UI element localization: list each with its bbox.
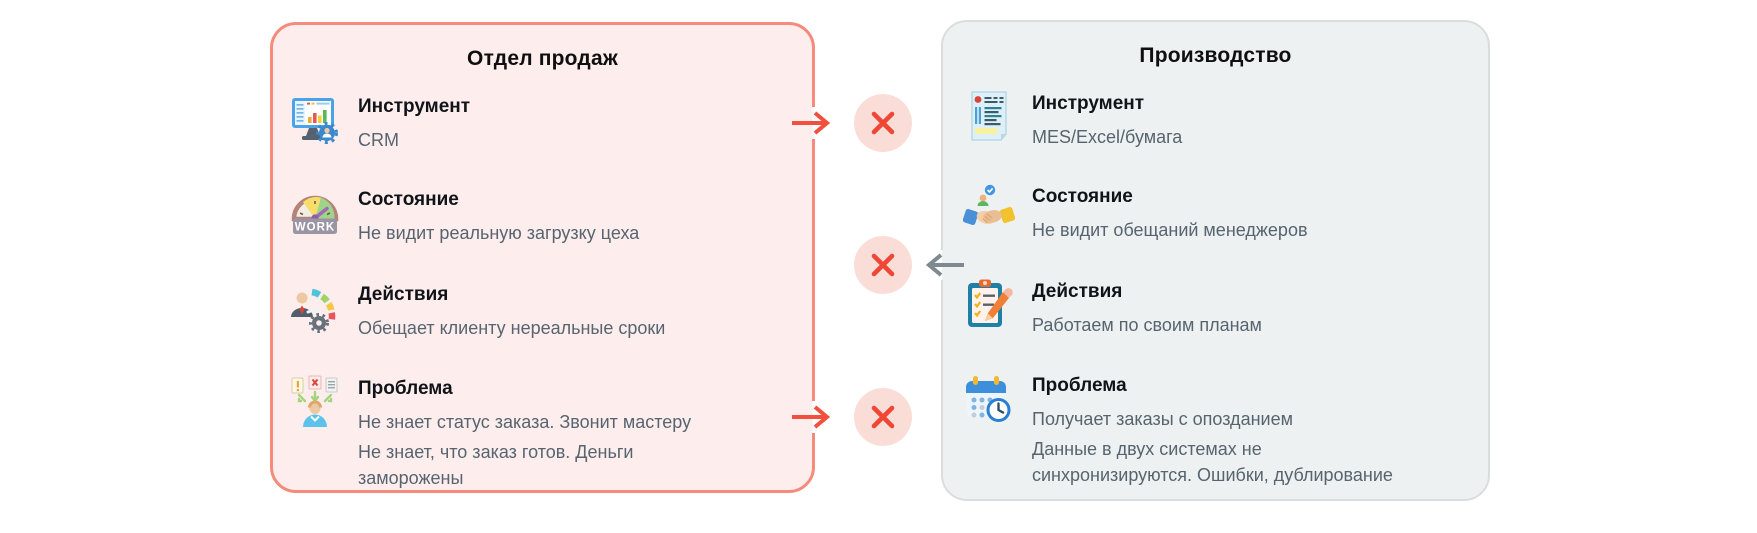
item-desc: MES/Excel/бумага [1032,127,1183,147]
production-item-problem: Проблема Получает заказы с опозданием Да… [963,372,1474,488]
work-gauge-label: WORK [295,222,335,234]
arrow-right-icon [790,404,834,435]
sales-item-problem: Проблема Не знает статус заказа. Звонит … [289,375,798,491]
sales-panel-title: Отдел продаж [467,47,618,70]
production-item-state: Состояние Не видит обещаний менеджеров [962,183,1474,243]
blocked-x-icon [854,388,912,446]
production-item-tool: Инструмент MES/Excel/бумага [963,90,1474,150]
item-desc: Не знает статус заказа. Звонит мастеру [358,412,692,432]
work-gauge-icon: WORK [289,186,341,238]
mes-document-icon [963,90,1015,142]
production-panel-title: Производство [1139,44,1292,67]
sales-item-tool: Инструмент CRM [289,93,798,153]
item-desc: Данные в двух системах не синхронизируют… [1032,439,1393,485]
blocked-x-icon [854,94,912,152]
item-desc: Не знает, что заказ готов. Деньги заморо… [358,442,634,488]
crm-monitor-icon [289,93,341,145]
item-desc: Не видит обещаний менеджеров [1032,220,1308,240]
calendar-clock-icon [963,372,1015,424]
arrow-left-icon [922,252,966,283]
production-item-actions: Действия Работаем по своим планам [963,278,1474,338]
blocked-x-icon [854,236,912,294]
item-desc: Работаем по своим планам [1032,315,1262,335]
item-title: Действия [1032,281,1123,302]
arrow-right-icon [790,110,834,141]
item-title: Состояние [358,189,459,210]
sales-item-actions: Действия Обещает клиенту нереальные срок… [289,281,798,341]
item-title: Проблема [358,378,453,399]
manager-gear-icon [289,281,341,333]
handshake-icon [962,183,1016,235]
overloaded-person-icon [289,375,341,427]
item-title: Проблема [1032,375,1127,396]
item-desc: Не видит реальную загрузку цеха [358,223,640,243]
item-title: Состояние [1032,186,1133,207]
item-desc: Обещает клиенту нереальные сроки [358,318,666,338]
item-desc: Получает заказы с опозданием [1032,409,1293,429]
item-title: Инструмент [1032,93,1145,114]
item-title: Действия [358,284,449,305]
sales-item-state: WORK Состояние Не видит реальную загрузк… [289,186,798,246]
production-panel: Производство [941,20,1490,501]
clipboard-plan-icon [963,278,1015,330]
item-desc: CRM [358,130,399,150]
item-title: Инструмент [358,96,471,117]
sales-panel: Отдел продаж [270,22,815,493]
